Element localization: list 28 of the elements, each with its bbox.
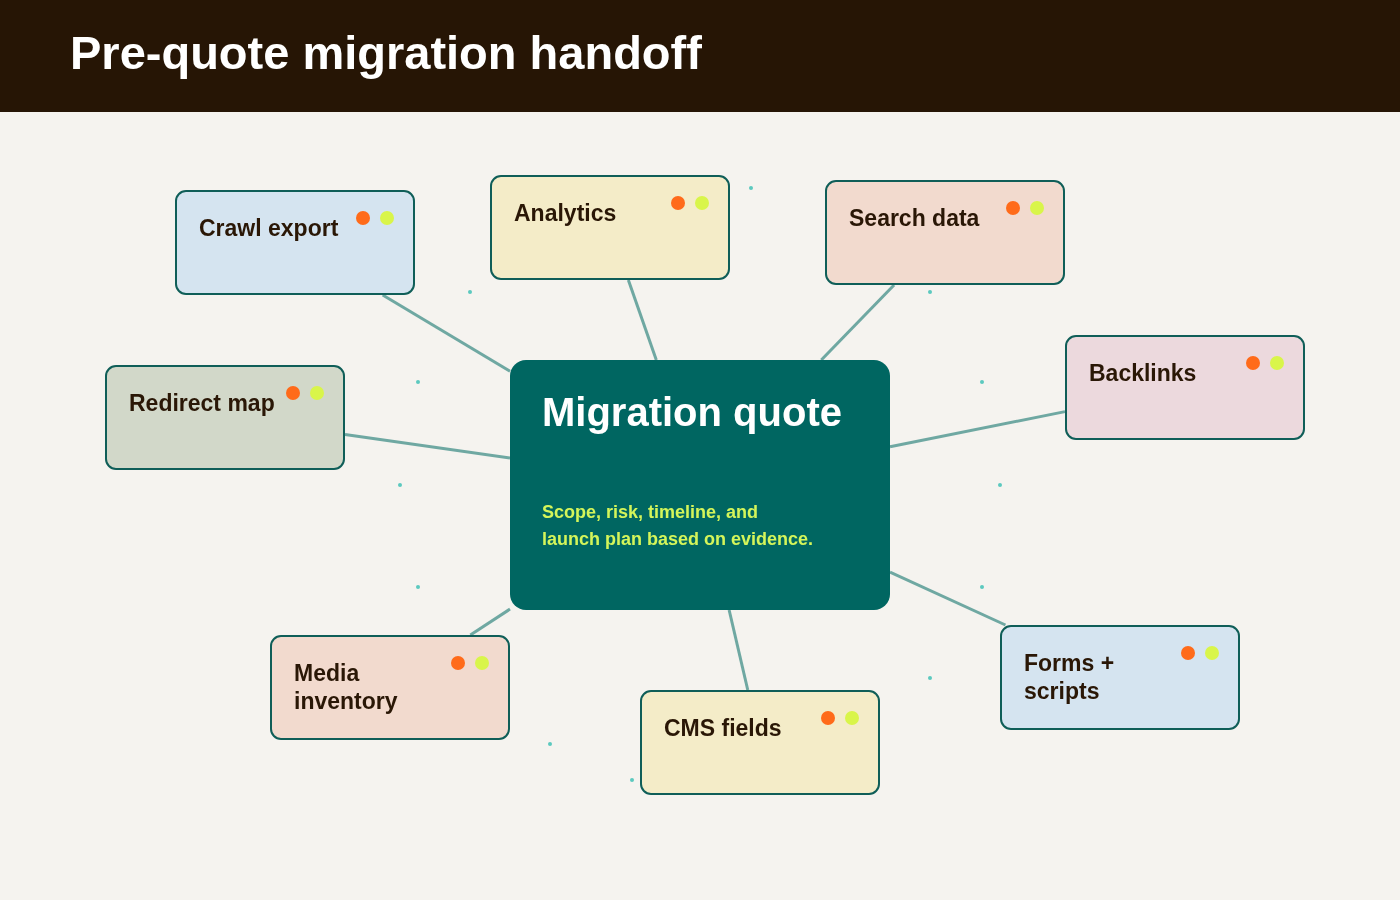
topic-card [640, 690, 880, 795]
central-card [510, 360, 890, 610]
diagram-title: Pre-quote migration handoff [70, 25, 702, 81]
topic-card [825, 180, 1065, 285]
central-title: Migration quote [542, 389, 842, 436]
connector-line [727, 609, 750, 691]
connector-line [381, 293, 511, 373]
topic-label: Redirect map [129, 389, 275, 418]
connector-line [889, 410, 1066, 449]
topic-label: Backlinks [1089, 359, 1197, 388]
topic-label: Analytics [514, 199, 617, 228]
topic-label: CMS fields [664, 714, 782, 743]
connector-line [626, 279, 658, 361]
topic-card [1000, 625, 1240, 730]
topic-label: Search data [849, 204, 980, 233]
topic-card [175, 190, 415, 295]
connector-line [469, 607, 511, 637]
topic-card [1065, 335, 1305, 440]
connector-line [820, 283, 896, 362]
topic-label: Forms + scripts [1024, 649, 1116, 706]
connector-line [889, 570, 1007, 627]
connector-line [344, 433, 511, 460]
topic-card [490, 175, 730, 280]
topic-label: Crawl export [199, 214, 339, 243]
central-description: Scope, risk, timeline, and launch plan based on evidence. [542, 501, 815, 551]
topic-card [270, 635, 510, 740]
topic-card [105, 365, 345, 470]
topic-label: Media inventory [294, 659, 399, 716]
